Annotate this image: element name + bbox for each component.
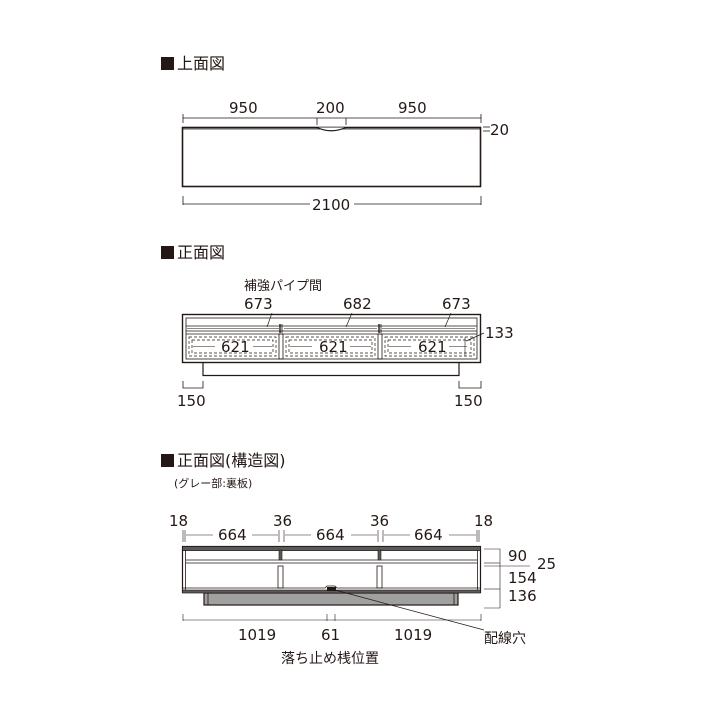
dim-middle: 154 <box>508 569 537 587</box>
square-bullet-icon <box>161 454 174 467</box>
cable-hole-label: 配線穴 <box>484 631 526 647</box>
top-view-title-text: 上面図 <box>177 54 226 73</box>
dim-bay-2: 664 <box>316 526 345 544</box>
structure-view-note: (グレー部:裏板) <box>174 477 253 490</box>
dim-leg-left: 150 <box>177 392 206 410</box>
pipe-label: 補強パイプ間 <box>244 279 322 294</box>
dim-side-right: 18 <box>474 512 493 530</box>
dim-side-left: 18 <box>169 512 188 530</box>
dim-bottom-right: 1019 <box>394 626 432 644</box>
dim-pipe-1: 673 <box>244 295 273 313</box>
dim-top-right: 950 <box>398 99 427 117</box>
cable-hole <box>327 587 336 591</box>
dim-top-total: 2100 <box>312 196 350 214</box>
dim-divider-2: 36 <box>370 512 389 530</box>
top-view-title: 上面図 <box>161 55 225 73</box>
dim-drawer-2: 621 <box>319 338 348 356</box>
dim-pipe-2: 682 <box>343 295 372 313</box>
dim-leg-right: 150 <box>454 392 483 410</box>
dim-divider-1: 36 <box>273 512 292 530</box>
front-view-title-text: 正面図 <box>177 243 226 262</box>
front-view-title: 正面図 <box>161 244 225 262</box>
dim-pipe-3: 673 <box>442 295 471 313</box>
dim-base: 136 <box>508 587 537 605</box>
dim-top-center: 200 <box>316 99 345 117</box>
front-view-drawing <box>181 312 485 389</box>
dim-bottom-center: 61 <box>321 626 340 644</box>
dim-bay-1: 664 <box>218 526 247 544</box>
top-board <box>181 126 482 188</box>
dim-drawer-3: 621 <box>418 338 447 356</box>
structure-view-title-text: 正面図(構造図) <box>177 451 286 470</box>
back-panel <box>203 592 459 606</box>
square-bullet-icon <box>161 57 174 70</box>
top-view-drawing <box>181 114 490 205</box>
dim-shelf: 25 <box>537 555 556 573</box>
structure-view-title: 正面図(構造図) <box>161 452 286 470</box>
cable-notch <box>316 126 347 132</box>
dim-drawer-height: 133 <box>485 324 514 342</box>
dim-bay-3: 664 <box>414 526 443 544</box>
square-bullet-icon <box>161 246 174 259</box>
dim-upper: 90 <box>508 547 527 565</box>
dim-top-depth: 20 <box>490 121 509 139</box>
structure-view-drawing <box>181 530 530 631</box>
dim-bottom-left: 1019 <box>238 626 276 644</box>
dim-top-left: 950 <box>229 99 258 117</box>
dim-drawer-1: 621 <box>221 338 250 356</box>
stopper-label: 落ち止め桟位置 <box>281 651 379 667</box>
